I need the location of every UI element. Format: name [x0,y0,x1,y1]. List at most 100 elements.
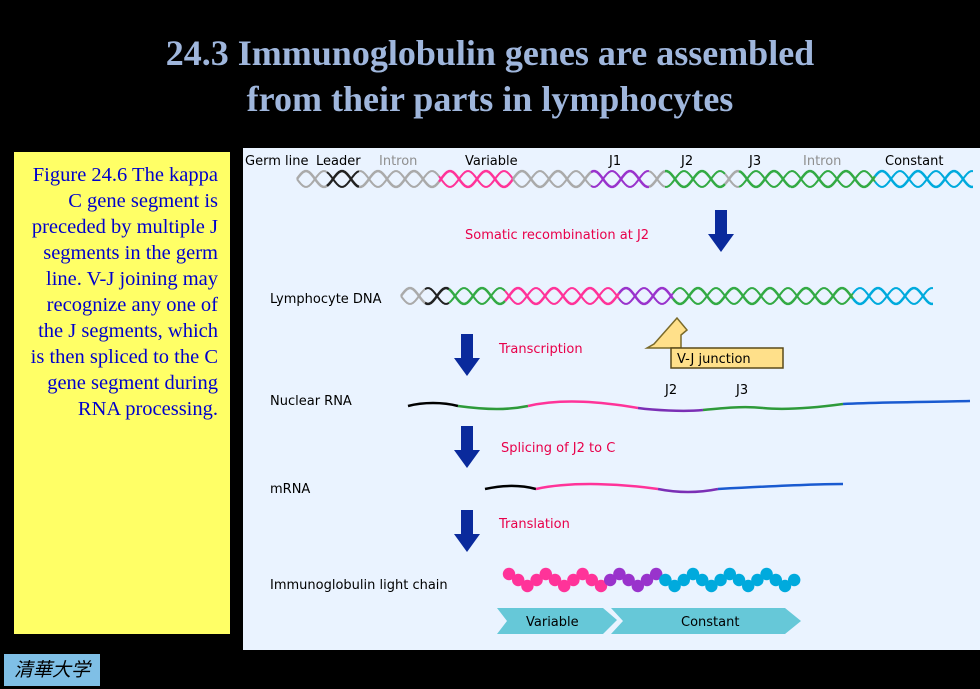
light-chain-label: Immunoglobulin light chain [270,578,448,593]
germ-helix-segment-9-strand-1 [738,169,792,189]
germ-helix-segment-0-strand-0 [296,170,328,188]
lymphocyte-dna [399,286,933,306]
germ-helix-segment-2-strand-0 [359,170,440,188]
lymphocyte-helix-segment-2-strand-0 [448,287,506,305]
variable-domain-arrow: Variable [497,608,617,634]
amino-acid-bead [604,573,617,587]
lymphocyte-helix-segment-2-strand-1 [448,286,506,306]
amino-acid-bead [576,567,589,581]
germ-helix-segment-4-strand-1 [511,169,592,189]
germ-helix-segment-3-strand-0 [438,170,514,188]
lymphocyte-helix-segment-7-strand-1 [852,286,933,306]
germ-helix-segment-3-strand-1 [437,169,515,189]
germ-helix-segment-2-strand-1 [359,169,440,189]
vj-junction-callout: V-J junction [644,316,784,369]
amino-acid-bead [788,573,801,587]
amino-acid-bead [502,567,516,581]
amino-acid-bead [668,579,681,593]
nuclear-rna-label: Nuclear RNA [270,394,352,409]
intron-label-2: Intron [803,154,841,169]
j3-label: J3 [748,154,761,169]
amino-acid-bead [714,573,727,587]
vj-junction-box [670,347,784,369]
leader-label: Leader [316,154,361,169]
germ-helix-segment-11-strand-1 [874,169,973,189]
title-line-1: 24.3 Immunoglobulin genes are assembled [165,33,815,73]
down-arrow-4 [454,510,480,552]
amino-acid-bead [585,573,598,587]
lymphocyte-helix-segment-3-strand-1 [504,286,621,306]
germ-helix-segment-1-strand-1 [326,169,360,189]
step-recombination-text: Somatic recombination at J2 [465,228,649,243]
amino-acid-bead [760,567,773,581]
gene-assembly-diagram: Germ line Leader Intron Variable J1 J2 J… [245,154,973,634]
amino-acid-bead [650,567,663,581]
amino-acid-bead [677,573,690,587]
germ-helix-segment-4-strand-0 [512,170,592,188]
rna-j2-label: J2 [664,383,677,398]
amino-acid-bead [723,567,736,581]
step-transcription-text: Transcription [498,342,583,357]
germ-helix-segment-10-strand-1 [791,169,877,189]
germ-helix-segment-10-strand-0 [791,170,876,188]
amino-acid-bead [594,579,608,593]
amino-acid-bead [696,573,709,587]
variable-label: Variable [465,154,518,169]
amino-acid-bead [567,573,580,587]
variable-domain-label: Variable [526,615,579,630]
title-line-2: from their parts in lymphocytes [246,79,734,119]
amino-acid-bead [705,579,718,593]
amino-acid-bead [558,579,571,593]
down-arrow-1 [708,210,734,252]
amino-acid-bead [686,567,700,581]
amino-acid-bead [539,567,552,581]
vj-junction-label: V-J junction [677,352,751,367]
lymphocyte-helix-segment-0-strand-0 [400,288,426,305]
figure-caption: Figure 24.6 The kappa C gene segment is … [14,152,230,634]
germ-helix-segment-0-strand-1 [295,169,328,189]
germ-line-label: Germ line [245,154,308,169]
j2-label: J2 [680,154,693,169]
amino-acid-bead [512,573,525,587]
protein-bead-chain [502,567,801,593]
germ-helix-segment-8-strand-0 [724,173,739,188]
lymphocyte-helix-segment-5-strand-1 [672,286,745,306]
amino-acid-bead [640,573,654,587]
down-arrow-3 [454,426,480,468]
amino-acid-bead [631,579,644,593]
slide-title: 24.3 Immunoglobulin genes are assembled … [0,30,980,122]
lymphocyte-helix-segment-3-strand-0 [504,287,620,305]
lymphocyte-helix-segment-7-strand-0 [852,287,933,305]
step-translation-text: Translation [498,517,570,532]
step-splicing-text: Splicing of J2 to C [501,441,615,456]
nuclear-rna-strand [407,399,971,413]
germ-line-dna [295,169,973,189]
constant-domain-arrow: Constant [611,608,801,634]
amino-acid-bead [778,579,792,593]
amino-acid-bead [751,573,764,587]
constant-label-top: Constant [885,154,943,169]
rna-j3-label: J3 [735,383,748,398]
lymphocyte-helix-segment-5-strand-0 [672,287,744,305]
university-logo: 清華大学 [4,654,100,686]
lymphocyte-helix-segment-4-strand-1 [618,286,675,306]
constant-domain-label: Constant [681,615,739,630]
mrna-label: mRNA [270,482,310,497]
diagram-panel: Germ line Leader Intron Variable J1 J2 J… [243,148,980,650]
down-arrow-2 [454,334,480,376]
amino-acid-bead [622,573,635,587]
lymphocyte-helix-segment-1-strand-1 [424,286,450,306]
intron-label-1: Intron [379,154,417,169]
amino-acid-bead [530,573,543,587]
amino-acid-bead [742,579,755,593]
germ-helix-segment-7-strand-1 [665,169,726,189]
amino-acid-bead [659,573,672,587]
germ-helix-segment-6-strand-1 [648,169,666,189]
amino-acid-bead [769,573,782,587]
amino-acid-bead [521,579,534,593]
lymphocyte-helix-segment-4-strand-0 [618,287,674,305]
lymphocyte-helix-segment-0-strand-1 [399,286,426,304]
amino-acid-bead [548,573,562,587]
lymphocyte-dna-label: Lymphocyte DNA [270,292,382,307]
j1-label: J1 [608,154,621,169]
